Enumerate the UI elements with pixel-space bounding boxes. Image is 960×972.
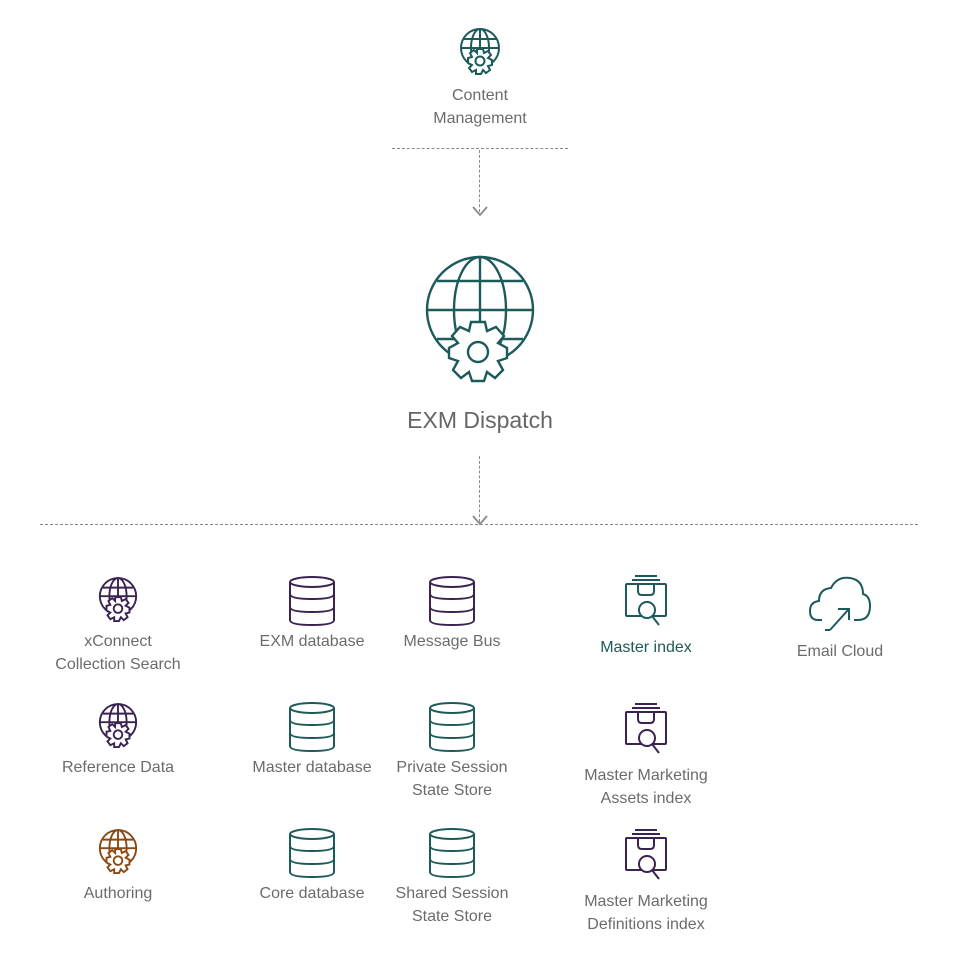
database-icon — [428, 576, 476, 626]
xconnect-collection-search-node: xConnect Collection Search — [20, 576, 216, 676]
core-database-label: Core database — [259, 885, 365, 902]
globe-gear-icon — [424, 254, 536, 386]
master-marketing-definitions-label: Master Marketing Definitions index — [584, 893, 708, 933]
bottom-connector-line — [479, 456, 480, 522]
globe-gear-icon — [96, 576, 140, 626]
exm-dispatch-label: EXM Dispatch — [407, 407, 553, 433]
master-index-node: Master index — [556, 574, 736, 659]
email-cloud-label: Email Cloud — [796, 643, 884, 660]
search-index-icon — [622, 828, 670, 888]
database-icon — [288, 576, 336, 626]
authoring-label: Authoring — [83, 885, 153, 902]
search-index-icon — [622, 702, 670, 762]
shared-session-label: Shared Session State Store — [395, 885, 509, 925]
content-management-label: Content Management — [433, 87, 527, 127]
globe-gear-icon — [457, 28, 503, 78]
exm-dispatch-node: EXM Dispatch — [330, 254, 630, 434]
master-marketing-definitions-index-node: Master Marketing Definitions index — [556, 828, 736, 936]
exm-database-label: EXM database — [259, 633, 365, 650]
authoring-node: Authoring — [20, 828, 216, 905]
reference-data-node: Reference Data — [20, 702, 216, 779]
master-marketing-assets-index-node: Master Marketing Assets index — [556, 702, 736, 810]
core-database-node: Core database — [232, 828, 392, 905]
private-session-state-store-node: Private Session State Store — [372, 702, 532, 802]
message-bus-label: Message Bus — [403, 633, 501, 650]
database-icon — [288, 702, 336, 752]
database-icon — [288, 828, 336, 878]
top-divider-line — [392, 148, 568, 149]
master-index-label: Master index — [600, 639, 692, 656]
database-icon — [428, 828, 476, 878]
search-index-icon — [622, 574, 670, 634]
xconnect-label: xConnect Collection Search — [55, 633, 181, 673]
exm-database-node: EXM database — [232, 576, 392, 653]
globe-gear-icon — [96, 702, 140, 752]
globe-gear-icon — [96, 828, 140, 878]
master-database-label: Master database — [252, 759, 372, 776]
top-arrowhead — [472, 206, 488, 217]
reference-data-label: Reference Data — [61, 759, 175, 776]
top-connector-line — [479, 150, 480, 212]
cloud-upload-icon — [808, 574, 872, 636]
database-icon — [428, 702, 476, 752]
master-database-node: Master database — [232, 702, 392, 779]
content-management-node: Content Management — [380, 28, 580, 130]
message-bus-node: Message Bus — [372, 576, 532, 653]
bottom-divider-line — [40, 524, 918, 525]
private-session-label: Private Session State Store — [396, 759, 508, 799]
email-cloud-node: Email Cloud — [760, 574, 920, 663]
master-marketing-assets-label: Master Marketing Assets index — [584, 767, 708, 807]
shared-session-state-store-node: Shared Session State Store — [372, 828, 532, 928]
